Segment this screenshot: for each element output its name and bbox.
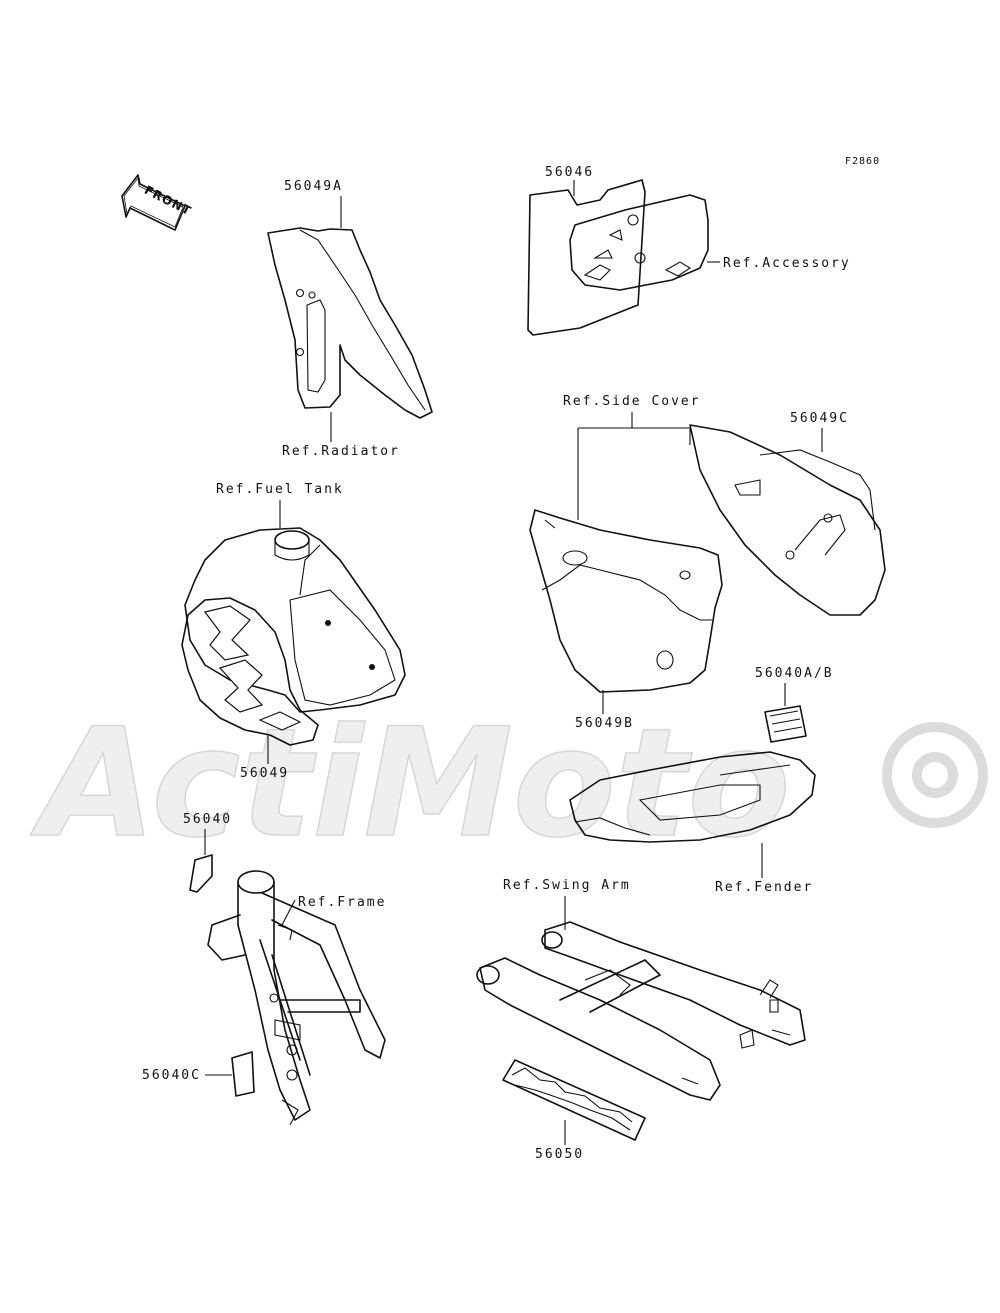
label-ref-accessory: Ref.Accessory (723, 256, 851, 271)
label-ref-frame: Ref.Frame (298, 895, 386, 910)
label-ref-fender: Ref.Fender (715, 880, 813, 895)
sticker-56046 (527, 179, 646, 336)
watermark: ActiMoto (29, 696, 988, 872)
side-cover-56049C (689, 424, 886, 616)
label-56049C: 56049C (790, 411, 849, 426)
label-56040C: 56040C (142, 1068, 201, 1083)
label-sticker-56040C (231, 1051, 255, 1097)
accessory-number-plate (569, 194, 709, 291)
swing-arm (476, 921, 806, 1101)
watermark-text: ActiMoto (30, 697, 791, 871)
tank-decal-56049 (181, 597, 319, 746)
label-sticker-56040 (189, 854, 213, 893)
fuel-tank (184, 527, 406, 713)
label-56049: 56049 (240, 766, 289, 781)
side-cover-56049B (529, 509, 723, 693)
label-56049B: 56049B (575, 716, 634, 731)
figure-code: F2860 (845, 156, 880, 167)
label-ref-swing-arm: Ref.Swing Arm (503, 878, 631, 893)
rear-fender (569, 751, 816, 843)
warning-label-56040AB (764, 705, 807, 743)
swing-arm-decal-56050 (502, 1059, 646, 1141)
label-ref-fuel-tank: Ref.Fuel Tank (216, 482, 344, 497)
label-56040AB: 56040A/B (755, 666, 834, 681)
front-label: FRONT (142, 183, 194, 219)
frame (207, 870, 386, 1126)
shroud-56049A (267, 227, 433, 419)
label-56049A: 56049A (284, 179, 343, 194)
label-56040: 56040 (183, 812, 232, 827)
label-ref-radiator: Ref.Radiator (282, 444, 400, 459)
label-ref-side-cover: Ref.Side Cover (563, 394, 701, 409)
front-arrow-icon: FRONT (121, 174, 194, 231)
label-56046: 56046 (545, 165, 594, 180)
label-56050: 56050 (535, 1147, 584, 1162)
